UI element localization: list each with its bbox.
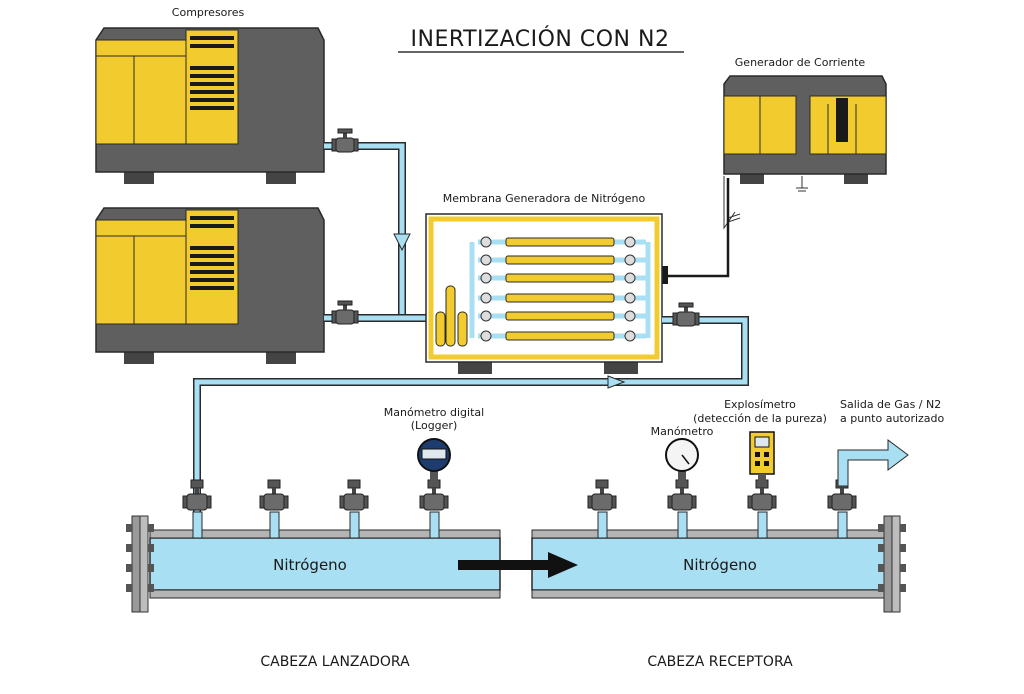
compressors-label: Compresores — [172, 6, 245, 19]
launcher-valve-2[interactable] — [259, 479, 289, 511]
digital-gauge-sublabel: (Logger) — [411, 419, 458, 432]
diagram-title: INERTIZACIÓN CON N2 — [411, 26, 670, 52]
receiver-valves — [597, 511, 848, 539]
digital-gauge-icon — [417, 438, 451, 482]
receiver-pipe — [531, 515, 907, 613]
launcher-valve-4[interactable] — [419, 479, 449, 511]
explosimeter-sublabel: (detección de la pureza) — [693, 412, 827, 425]
launcher-head-label: CABEZA LANZADORA — [260, 654, 410, 670]
receiver-valve-2[interactable] — [667, 479, 697, 511]
compressor-pipes — [324, 142, 434, 322]
receiver-valve-1[interactable] — [587, 479, 617, 511]
power-connector — [660, 266, 668, 284]
digital-gauge-label: Manómetro digital — [384, 406, 484, 419]
outlet-label: Salida de Gas / N2 — [840, 398, 941, 411]
membrane-outlet-valve[interactable] — [672, 302, 700, 327]
compressor-1 — [95, 27, 325, 184]
manometer-icon — [665, 438, 699, 482]
power-generator — [723, 75, 887, 192]
outlet-pipe — [193, 316, 749, 512]
launcher-pipe — [125, 515, 501, 613]
explosimeter-label: Explosímetro — [724, 398, 796, 411]
manometer-label: Manómetro — [651, 425, 714, 438]
power-cable-ticks — [723, 176, 741, 230]
flow-arrow-right — [458, 552, 578, 578]
launcher-valve-1[interactable] — [182, 479, 212, 511]
receiver-valve-3[interactable] — [747, 479, 777, 511]
launcher-valves — [192, 511, 440, 539]
launcher-valve-3[interactable] — [339, 479, 369, 511]
power-cable — [666, 178, 730, 278]
nitrogen-label-right: Nitrógeno — [683, 556, 757, 574]
nitrogen-label-left: Nitrógeno — [273, 556, 347, 574]
nitrogen-membrane — [425, 213, 663, 374]
compressor-2-valve[interactable] — [331, 300, 359, 325]
outlet-sublabel: a punto autorizado — [840, 412, 945, 425]
flow-arrow-down — [393, 233, 411, 252]
explosimeter-icon — [749, 431, 775, 484]
membrane-label: Membrana Generadora de Nitrógeno — [443, 192, 646, 205]
receiver-head-label: CABEZA RECEPTORA — [647, 654, 793, 670]
generator-label: Generador de Corriente — [735, 56, 866, 69]
compressor-1-valve[interactable] — [331, 128, 359, 153]
flow-arrow-left — [607, 375, 626, 389]
compressor-2 — [95, 207, 325, 364]
gas-outlet-arrow — [837, 439, 909, 487]
